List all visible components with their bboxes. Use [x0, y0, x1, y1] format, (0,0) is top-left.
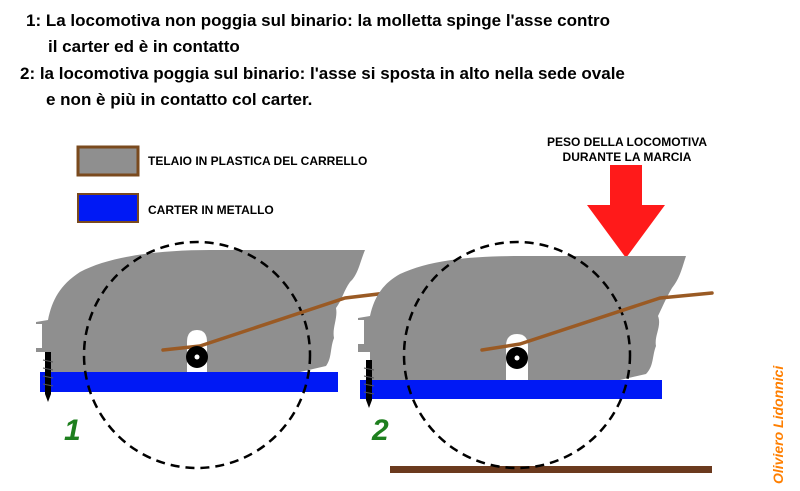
weight-label-line-2: DURANTE LA MARCIA — [562, 150, 692, 164]
figure-2-number: 2 — [372, 414, 389, 447]
legend-carter-label: CARTER IN METALLO — [148, 203, 274, 217]
author-signature: Oliviero Lidonnici — [770, 365, 786, 484]
frame-1 — [36, 250, 365, 372]
caption-line-2: il carter ed è in contatto — [48, 37, 240, 56]
legend-frame-swatch — [76, 145, 140, 177]
legend-frame-label: TELAIO IN PLASTICA DEL CARRELLO — [148, 154, 368, 168]
rail-2 — [390, 466, 712, 473]
figure-1-number: 1 — [64, 414, 81, 447]
figure-2 — [358, 240, 714, 473]
wheel-1 — [82, 240, 312, 470]
legend-carter-swatch — [77, 193, 139, 223]
spring-1 — [161, 290, 397, 352]
figure-1 — [36, 240, 397, 470]
weight-arrow — [587, 165, 665, 258]
spring-2 — [480, 291, 714, 352]
screw-2 — [363, 360, 375, 408]
carter-1 — [40, 372, 338, 392]
caption-line-3: 2: la locomotiva poggia sul binario: l'a… — [20, 64, 625, 83]
weight-label: PESO DELLA LOCOMOTIVA DURANTE LA MARCIA — [527, 135, 727, 165]
caption-line-1: 1: La locomotiva non poggia sul binario:… — [26, 11, 611, 30]
frame-2 — [358, 256, 686, 380]
wheel-2 — [402, 240, 632, 470]
screw-1 — [42, 352, 54, 402]
caption-line-4: e non è più in contatto col carter. — [46, 90, 313, 109]
weight-label-line-1: PESO DELLA LOCOMOTIVA — [546, 135, 707, 149]
carter-2 — [360, 380, 662, 399]
